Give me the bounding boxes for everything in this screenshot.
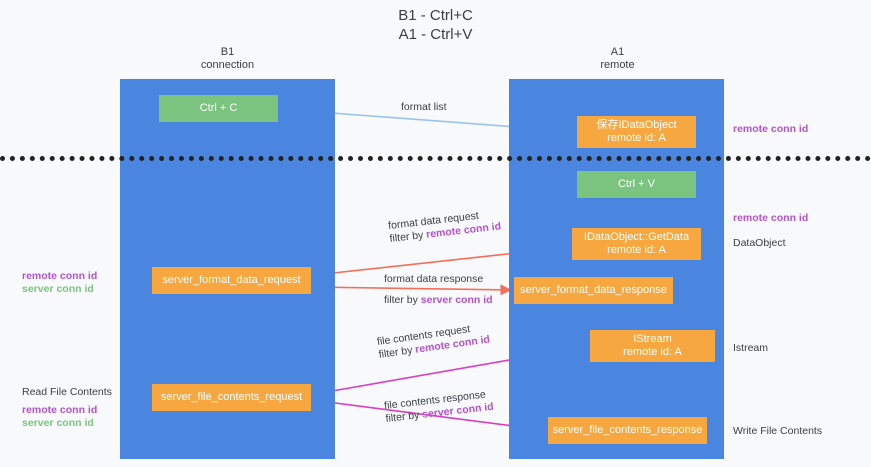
edge-file-contents-response [311,399,546,435]
node-istream-line2: remote id: A [623,346,682,358]
annotation-right-remote-conn-id-mid: remote conn id [733,212,809,224]
node-getdata-line1: IDataObject::GetData [583,231,690,243]
node-server-format-data-response[interactable]: server_format_data_response [514,277,673,304]
node-ctrl-c-label: Ctrl + C [199,102,238,114]
node-sfcreq-label: server_file_contents_request [160,391,303,403]
lane-header-b1: B1 connection [160,46,295,72]
edge-label-format-data-response: format data response filter by server co… [384,273,493,307]
annotation-left-server-conn-id: server conn id [22,283,94,295]
node-istream-line1: IStream [633,333,672,345]
phase-separator [0,156,871,161]
node-sfcresp-label: server_file_contents_response [552,424,703,436]
node-idataobject-line1: 保存IDataObject [596,119,677,131]
annotation-right-write-file-contents: Write File Contents [733,425,823,437]
node-server-format-data-request[interactable]: server_format_data_request [152,267,311,294]
edge-label-fdresp-filter: filter by server conn id [384,294,493,307]
title-line-1: B1 - Ctrl+C [398,7,473,24]
annotation-right-remote-conn-id-top: remote conn id [733,123,809,135]
node-idataobject[interactable]: 保存IDataObject remote id: A [577,116,696,148]
node-server-file-contents-request[interactable]: server_file_contents_request [152,384,311,411]
node-server-file-contents-response[interactable]: server_file_contents_response [548,417,707,444]
annotation-left-remote-conn-id: remote conn id [22,270,98,282]
lane-a1-name: A1 [610,46,625,58]
node-idataobject-getdata[interactable]: IDataObject::GetData remote id: A [572,228,701,260]
fdresp-filter-prefix: filter by [384,294,421,306]
lane-a1-subtitle: remote [600,59,635,71]
edge-format-data-response [311,284,512,296]
fdresp-filter-key: server conn id [420,294,493,306]
lane-b1-subtitle: connection [200,59,255,71]
node-istream[interactable]: IStream remote id: A [590,330,715,362]
node-ctrl-v[interactable]: Ctrl + V [577,171,696,198]
annotation-left-server-conn-id-2: server conn id [22,417,94,429]
annotation-right-istream: Istream [733,342,769,354]
node-idataobject-line2: remote id: A [607,132,666,144]
annotation-right-dataobject: DataObject [733,237,786,249]
lane-header-a1: A1 remote [550,46,685,72]
page-title: B1 - Ctrl+C A1 - Ctrl+V [0,6,871,44]
node-ctrl-c[interactable]: Ctrl + C [159,95,278,122]
node-sfdreq-label: server_format_data_request [162,274,301,286]
edge-label-format-list-text: format list [401,101,447,113]
lane-b1-name: B1 [220,46,235,58]
node-ctrl-v-label: Ctrl + V [618,178,655,190]
edge-label-fdresp-text: format data response [384,273,484,285]
title-line-2: A1 - Ctrl+V [398,26,473,43]
edge-label-format-list: format list [401,101,447,114]
annotation-left-read-file-contents: Read File Contents [22,386,112,398]
node-getdata-line2: remote id: A [607,244,666,256]
annotation-left-remote-conn-id-2: remote conn id [22,404,98,416]
node-sfdresp-label: server_format_data_response [520,284,667,296]
